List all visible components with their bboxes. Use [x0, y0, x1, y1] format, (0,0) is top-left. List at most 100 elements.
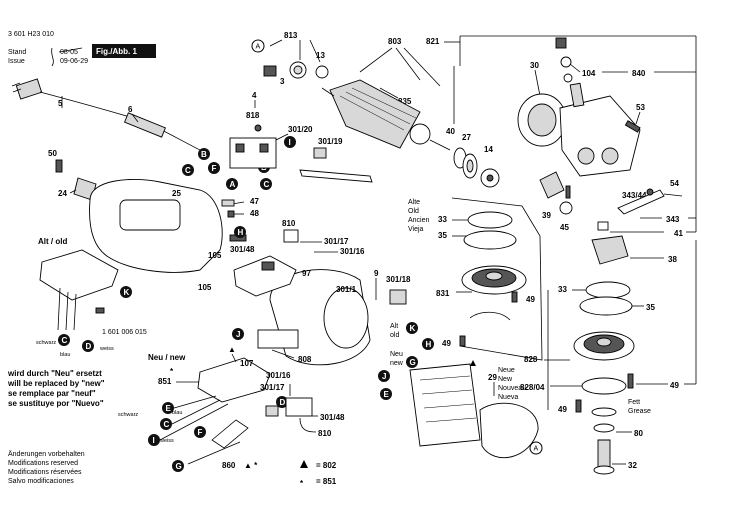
part-label-840: 840: [632, 69, 646, 78]
footer-notes: Änderungen vorbehalten Modifications res…: [8, 450, 85, 485]
fan-ring: [409, 123, 431, 145]
part-label-301-17-low: 301/17: [260, 383, 285, 392]
part-label-35-old: 35: [438, 231, 447, 240]
new-switch-group: Neu / new * 851 schwarz blau weiss ▲ 107…: [118, 345, 271, 470]
svg-text:D: D: [280, 398, 286, 407]
svg-text:D: D: [86, 342, 92, 351]
part-label-49-new: 49: [670, 381, 679, 390]
ring-33-new: [585, 281, 631, 299]
svg-text:A: A: [230, 180, 236, 189]
connector-D-1: D: [82, 340, 94, 352]
part-label-53: 53: [636, 103, 645, 112]
plug: [15, 78, 43, 100]
part-label-49-old: 49: [526, 295, 535, 304]
stand-value: 08-05: [60, 49, 78, 56]
part-label-808: 808: [298, 355, 312, 364]
svg-text:G: G: [176, 462, 182, 471]
cord-guard: [123, 112, 167, 138]
connector-I-2: I: [148, 434, 160, 446]
gear-38: [591, 235, 629, 265]
housing-opening: [323, 287, 369, 349]
connector-J-1: J: [232, 328, 244, 340]
footer-fr: Modifications réservées: [8, 469, 82, 476]
connector-J-2: J: [378, 370, 390, 382]
gear-housing: [559, 95, 641, 177]
svg-text:G: G: [410, 358, 416, 367]
svg-text:E: E: [166, 404, 172, 413]
neu-small: Neu: [390, 351, 403, 358]
old-block-vieja: Vieja: [408, 226, 424, 233]
part-label-301-19: 301/19: [318, 137, 343, 146]
svg-text:I: I: [153, 436, 155, 445]
gear-head-group: 30 104 840 53: [460, 35, 697, 232]
legend-star-value: = 851: [316, 477, 337, 486]
part-label-40: 40: [446, 127, 455, 136]
lower-switch-group: 301/16 301/17 301/48 810: [260, 371, 345, 438]
connector-F-1: F: [208, 162, 220, 174]
part-label-30: 30: [530, 61, 539, 70]
part-label-301-48-low: 301/48: [320, 413, 345, 422]
note-en: will be replaced by "new": [7, 379, 105, 388]
stator-group: 29: [409, 363, 539, 459]
svg-text:A: A: [256, 44, 261, 51]
part-label-835: 835: [398, 97, 412, 106]
ring-33-old: [467, 211, 513, 229]
cord-clip-group: 50 24: [48, 149, 97, 201]
part-label-343-44: 343/44: [622, 191, 647, 200]
svg-text:B: B: [201, 150, 207, 159]
brush-group: 813 3 13 4 818 301/20 301/19: [229, 31, 373, 183]
part-label-54: 54: [670, 179, 679, 188]
guard-29: [479, 402, 539, 459]
housing-grip: [119, 199, 181, 231]
part-label-105a: 105: [208, 251, 222, 260]
spindle-32: [597, 439, 611, 471]
part-label-24: 24: [58, 189, 67, 198]
svg-text:C: C: [185, 166, 191, 175]
svg-text:F: F: [198, 428, 203, 437]
connector-B-1: B: [198, 148, 210, 160]
svg-text:E: E: [384, 390, 390, 399]
wire-blau-old: blau: [60, 352, 70, 358]
part-3: [263, 65, 277, 77]
old-connector: [95, 307, 105, 314]
fig-label: Fig./Abb. 1: [96, 47, 137, 56]
note-es: se sustituye por "Nuevo": [8, 399, 104, 408]
wire-blau-new: blau: [172, 410, 182, 416]
wire-schwarz-new: schwarz: [118, 412, 138, 418]
issue-value: 09-06-29: [60, 58, 88, 65]
star-marker: *: [170, 367, 174, 376]
part-label-301-1: 301/1: [336, 285, 357, 294]
lock-343: [617, 189, 665, 215]
part-label-301-48: 301/48: [230, 245, 255, 254]
part-label-301-18: 301/18: [386, 275, 411, 284]
switch-301-16: [233, 255, 297, 297]
connector-A-3: A: [529, 441, 543, 455]
note-de: wird durch "Neu" ersetzt: [7, 369, 102, 378]
part-label-851: 851: [158, 377, 172, 386]
new-block-nueva: Nueva: [498, 394, 518, 401]
connector-A-2: A: [226, 178, 238, 190]
stator: [409, 363, 481, 447]
washer-45: [559, 201, 573, 215]
plate-808: [257, 329, 299, 349]
svg-text:K: K: [124, 288, 130, 297]
part-label-301-20: 301/20: [288, 125, 313, 134]
part-label-301-16: 301/16: [340, 247, 365, 256]
part-label-803: 803: [388, 37, 402, 46]
alt-small: Alt: [390, 323, 398, 330]
footer-de: Änderungen vorbehalten: [8, 450, 85, 458]
part-label-860: 860: [222, 461, 236, 470]
part-label-35-new: 35: [646, 303, 655, 312]
svg-text:F: F: [212, 164, 217, 173]
part-label-39: 39: [542, 211, 551, 220]
part-label-818: 818: [246, 111, 260, 120]
gear-39: [539, 171, 565, 199]
armature-group: 803 835: [321, 37, 451, 151]
ring-35-old: [463, 230, 517, 250]
connector-F-2: F: [194, 426, 206, 438]
ring-828-04: [581, 377, 627, 395]
spring-301-19: [313, 147, 327, 159]
part-label-32: 32: [628, 461, 637, 470]
connector-E-1: E: [162, 402, 174, 414]
spindle-lock-group: 39 45 343/44 54 343 41: [539, 171, 696, 238]
